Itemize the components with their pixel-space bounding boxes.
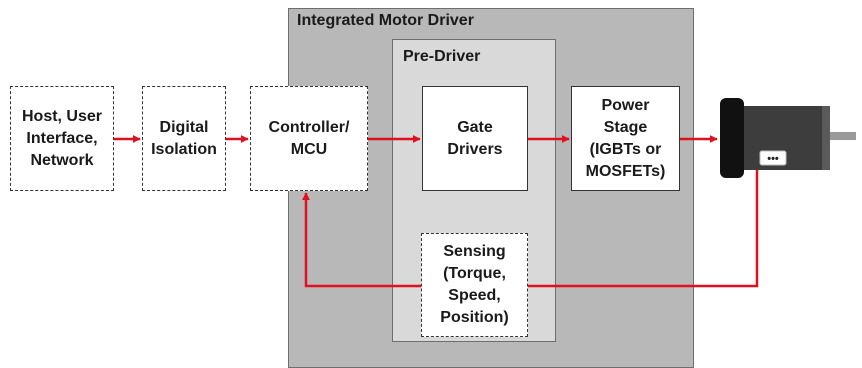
power-stage-label: Power Stage (IGBTs or MOSFETs) (585, 96, 666, 180)
feedback-sensing-to-controller (302, 192, 421, 288)
digital-isolation-label: Digital Isolation (151, 118, 217, 158)
digital-isolation-block: Digital Isolation (142, 86, 226, 191)
pre-driver-title: Pre-Driver (403, 48, 481, 65)
gate-drivers-block: Gate Drivers (422, 86, 528, 191)
controller-mcu-label: Controller/ MCU (268, 118, 350, 158)
motor-icon: ••• (720, 98, 856, 178)
feedback-motor-to-sensing (528, 170, 759, 288)
sensing-block: Sensing (Torque, Speed, Position) (421, 233, 528, 337)
motor-panel-glyph: ••• (767, 153, 779, 165)
host-label: Host, User Interface, Network (21, 107, 103, 169)
gate-drivers-label: Gate Drivers (447, 118, 503, 158)
controller-mcu-block: Controller/ MCU (250, 86, 368, 191)
integrated-motor-driver-title: Integrated Motor Driver (297, 12, 474, 29)
power-stage-block: Power Stage (IGBTs or MOSFETs) (571, 86, 680, 191)
host-block: Host, User Interface, Network (10, 86, 114, 191)
sensing-label: Sensing (Torque, Speed, Position) (440, 243, 509, 326)
motor-panel (759, 150, 787, 166)
